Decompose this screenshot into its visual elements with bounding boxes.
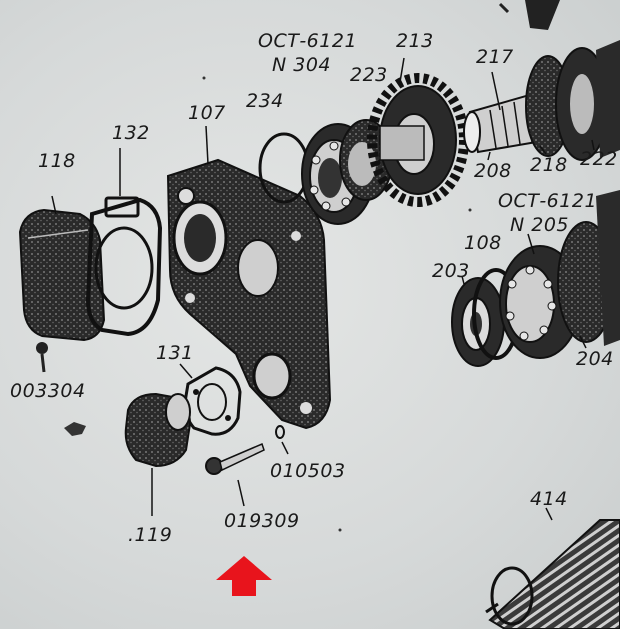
label-n-304: N 304 bbox=[272, 54, 332, 76]
small-washer bbox=[64, 422, 86, 436]
label-218: 218 bbox=[530, 154, 568, 176]
part-010503-washer bbox=[275, 425, 289, 455]
label-234: 234 bbox=[246, 90, 284, 112]
label-132: 132 bbox=[112, 122, 150, 144]
part-414-spring bbox=[485, 507, 620, 629]
red-up-arrow-icon bbox=[216, 556, 272, 596]
part-119-plug bbox=[124, 392, 192, 516]
label-019309: 019309 bbox=[224, 510, 300, 532]
label-ost-6121-304: ОСТ-6121 bbox=[258, 30, 358, 52]
part-shaft-assembly bbox=[463, 40, 620, 161]
label-ost-6121-205: ОСТ-6121 bbox=[498, 190, 598, 212]
label-107: 107 bbox=[188, 102, 226, 124]
label-118: 118 bbox=[38, 150, 76, 172]
label-010503: 010503 bbox=[270, 460, 346, 482]
label-223: 223 bbox=[350, 64, 388, 86]
label-222: 222 bbox=[580, 148, 618, 170]
label-203: 203 bbox=[432, 260, 470, 282]
part-019309-bolt bbox=[205, 442, 265, 507]
part-118-cover bbox=[18, 195, 106, 342]
label-213: 213 bbox=[396, 30, 434, 52]
part-bearing-205 bbox=[499, 190, 620, 359]
label-003304: 003304 bbox=[10, 380, 86, 402]
part-107-housing bbox=[166, 125, 332, 430]
label-414: 414 bbox=[530, 488, 568, 510]
label-108: 108 bbox=[464, 232, 502, 254]
label-131: 131 bbox=[156, 342, 194, 364]
part-003304-screw bbox=[36, 342, 48, 373]
label-208: 208 bbox=[474, 160, 512, 182]
part-132-gasket bbox=[85, 148, 163, 337]
label-n-205: N 205 bbox=[510, 214, 570, 236]
label-119: .119 bbox=[128, 524, 173, 546]
label-204: 204 bbox=[576, 348, 614, 370]
label-217: 217 bbox=[476, 46, 514, 68]
top-right-fragment bbox=[525, 0, 560, 30]
